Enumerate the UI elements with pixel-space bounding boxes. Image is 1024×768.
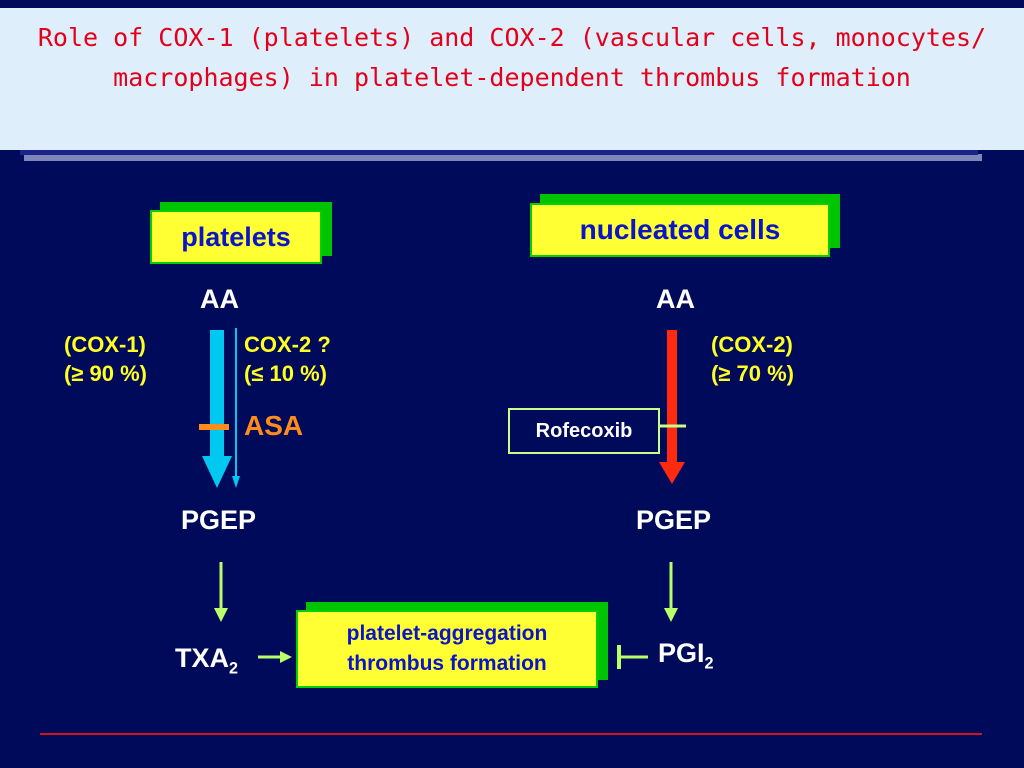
rofecoxib-box: Rofecoxib [508, 408, 660, 454]
pgi2-subscript: 2 [704, 654, 714, 673]
cox2-thin-arrow [232, 328, 240, 488]
title-rule [20, 150, 978, 155]
cox1-arrow [202, 330, 232, 488]
cox1-label: (COX-1) [64, 332, 146, 357]
asa-inhibition-bar [199, 424, 229, 430]
nucleated-cells-label: nucleated cells [530, 203, 830, 257]
cox2-arrow-right [659, 330, 685, 484]
pgi2-label: PGI2 [658, 638, 714, 673]
left-pgep-label: PGEP [181, 505, 257, 535]
bottom-rule [40, 733, 982, 735]
aggregation-line-1: platelet-aggregation [346, 622, 548, 645]
cox2-question-label: COX-2 ? [244, 332, 331, 357]
pgi2-base: PGI [658, 638, 705, 668]
slide-title: Role of COX-1 (platelets) and COX-2 (vas… [0, 18, 1024, 98]
aggregation-box-face: platelet-aggregation thrombus formation [296, 610, 598, 688]
title-band [0, 8, 1024, 150]
cox2-share-left: (≤ 10 %) [244, 361, 327, 386]
right-pgep-label: PGEP [636, 505, 712, 535]
title-line-1: Role of COX-1 (platelets) and COX-2 (vas… [37, 23, 987, 52]
txa2-subscript: 2 [229, 659, 239, 678]
right-aa-label: AA [656, 284, 695, 314]
title-rule-shadow [24, 154, 982, 161]
pgep-to-pgi2-arrow [664, 562, 678, 622]
txa2-base: TXA [175, 643, 229, 673]
platelets-label: platelets [150, 210, 322, 264]
aggregation-line-2: thrombus formation [347, 652, 547, 675]
title-line-2: macrophages) in platelet-dependent throm… [113, 63, 911, 92]
cox2-share-right: (≥ 70 %) [711, 361, 794, 386]
pgep-to-txa2-arrow [214, 562, 228, 622]
pgi2-inhibition-bar [617, 645, 648, 669]
txa2-to-aggregation-arrow [258, 651, 292, 663]
cox1-share: (≥ 90 %) [64, 361, 147, 386]
txa2-label: TXA2 [175, 643, 238, 678]
asa-label: ASA [244, 410, 304, 441]
left-aa-label: AA [200, 284, 239, 314]
cox2-label-right: (COX-2) [711, 332, 793, 357]
